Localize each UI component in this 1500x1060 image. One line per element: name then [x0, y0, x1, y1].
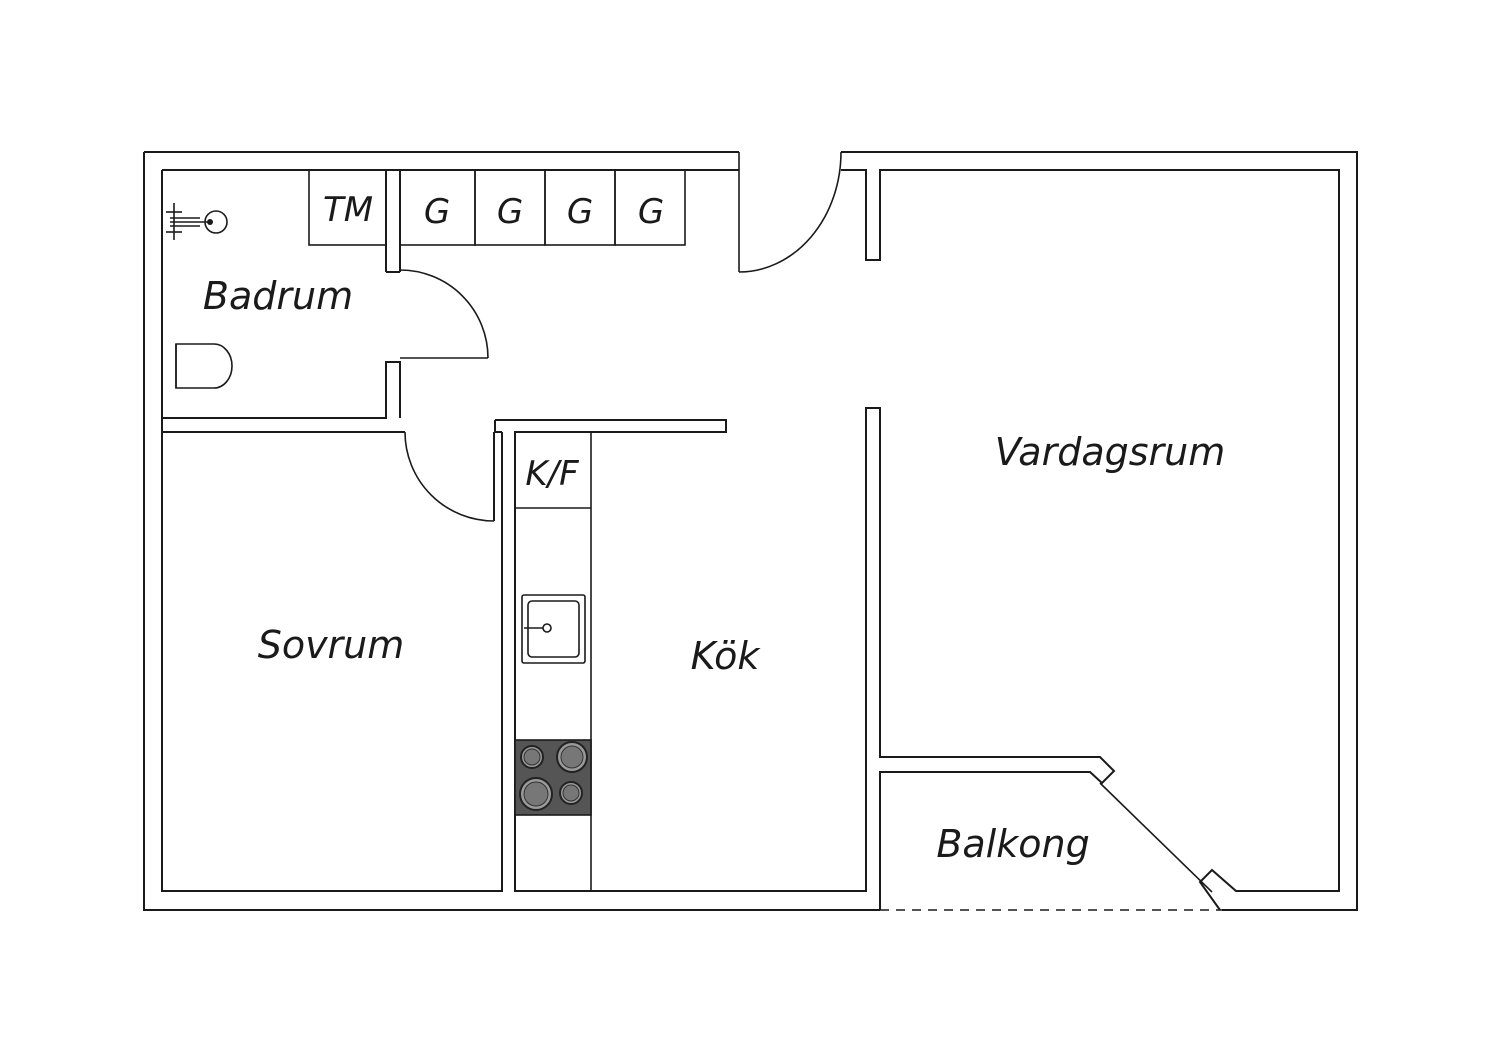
wardrobe-label-3: G: [567, 192, 593, 232]
entrance-door: [738, 151, 842, 273]
balcony-diagonal-wall: [1099, 782, 1213, 893]
room-label-kitchen: Kök: [691, 634, 762, 678]
room-label-bedroom: Sovrum: [258, 623, 405, 667]
sink-icon: [521, 594, 586, 664]
storage-units: [308, 169, 686, 246]
wardrobe-4: [614, 169, 686, 246]
bathroom-door: [399, 269, 489, 359]
fridge-freezer-label: K/F: [525, 454, 579, 494]
kitchen-counter: [515, 432, 592, 891]
room-label-balcony: Balkong: [936, 822, 1089, 866]
outer-walls: [143, 151, 1358, 911]
wardrobe-label-2: G: [497, 192, 523, 232]
toilet-icon: [175, 343, 233, 389]
shower-icon: [166, 203, 228, 240]
washer-label: TM: [323, 190, 373, 230]
wardrobe-label-4: G: [638, 192, 664, 232]
room-label-living-room: Vardagsrum: [995, 430, 1226, 474]
wardrobe-label-1: G: [424, 192, 450, 232]
room-label-bathroom: Badrum: [203, 274, 353, 318]
stove-icon: [514, 739, 592, 816]
washer-unit: [308, 169, 387, 246]
bedroom-door: [404, 431, 495, 522]
